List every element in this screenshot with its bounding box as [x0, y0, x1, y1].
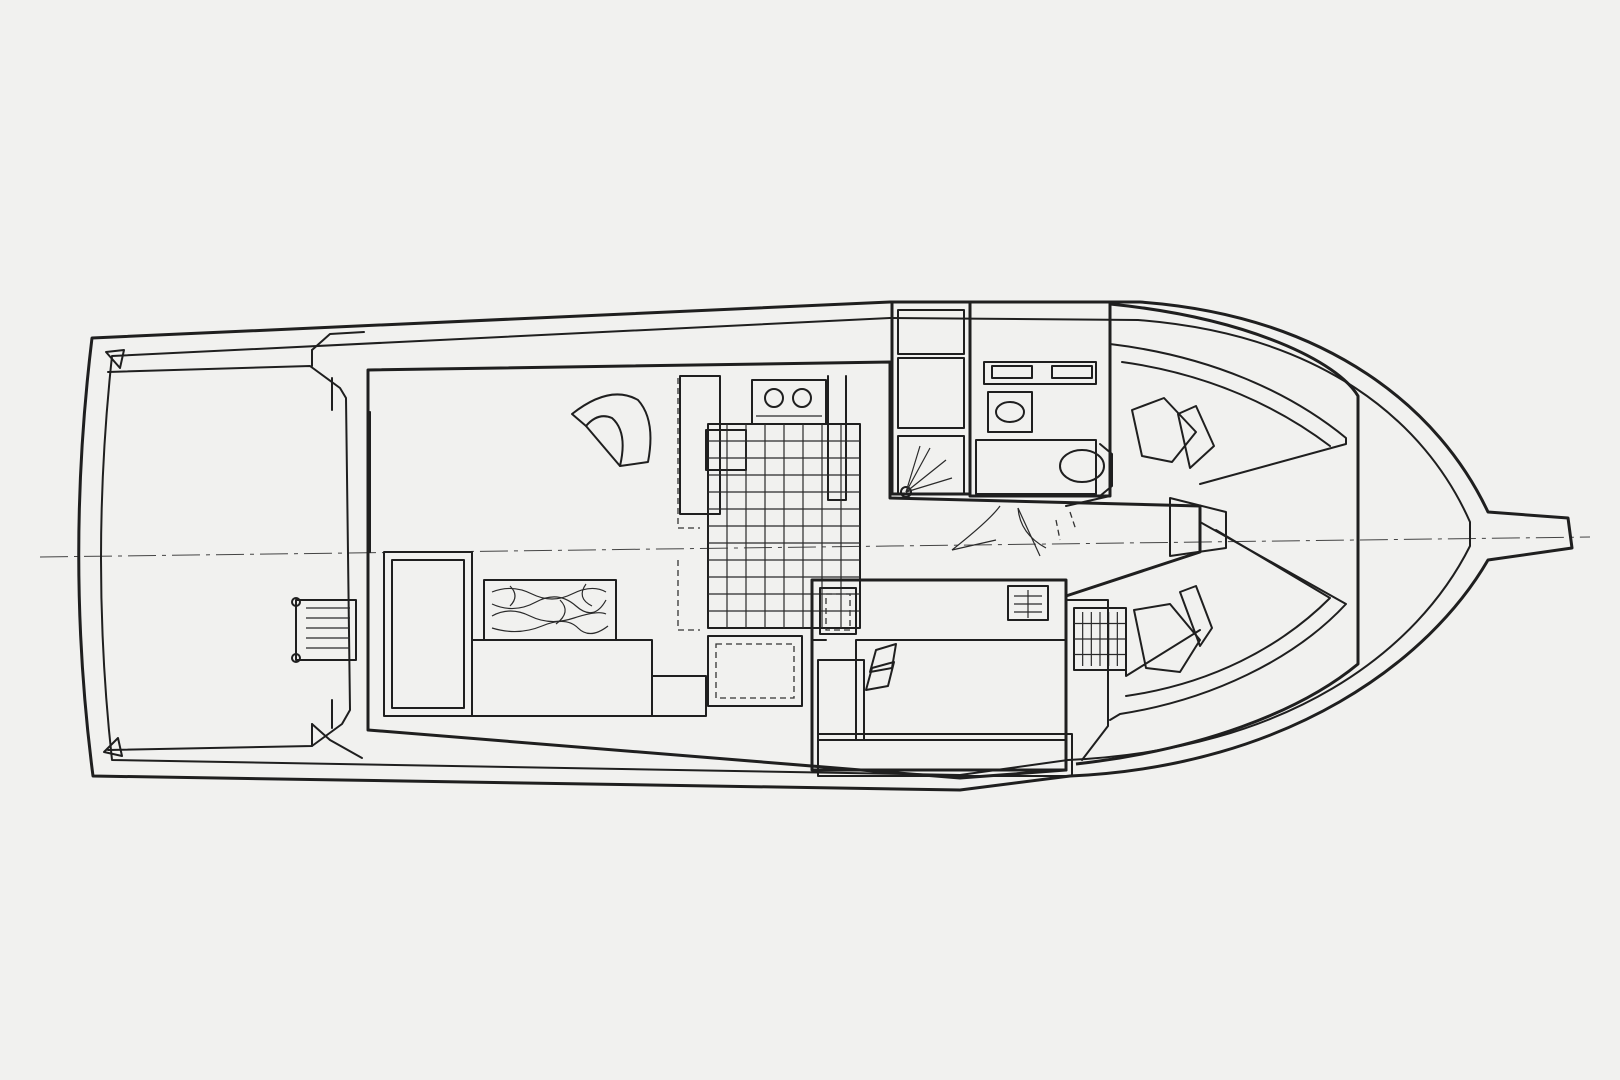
door-swing: [951, 539, 997, 551]
cockpit-corner: [311, 331, 365, 351]
v-berth-lower-inner: [1125, 529, 1331, 697]
cockpit-coaming: [107, 365, 351, 751]
v-berth-upper-inner: [1121, 361, 1331, 447]
v-berth-filler: [1169, 497, 1227, 557]
head-counter: [975, 439, 1097, 495]
lower-cabinet: [707, 635, 803, 707]
stove-icon: [751, 379, 827, 425]
door-swing: [1017, 507, 1041, 557]
door-swing: [1017, 507, 1047, 549]
head-room: [968, 300, 1112, 498]
mid-berth: [855, 639, 1067, 741]
forward-cabin-wall: [1065, 599, 1109, 761]
pillow-icon: [1177, 405, 1215, 469]
head-bulkhead: [1065, 329, 1111, 507]
hanging-locker: [1073, 607, 1127, 671]
v-berth-upper: [1109, 343, 1347, 485]
mid-berth-step: [817, 659, 865, 741]
shower-drain-icon: [897, 435, 965, 498]
forward-cabin-seat: [1125, 609, 1201, 677]
helm-chair: [571, 393, 652, 467]
cabinet-door: [715, 643, 795, 699]
cleat-icon: [105, 349, 125, 369]
cleat-icon: [103, 737, 123, 757]
door-swing: [1055, 511, 1077, 541]
galley-floor-tiles: [707, 423, 861, 629]
forward-bulkhead: [1075, 302, 1360, 766]
galley-counter-right: [827, 375, 847, 501]
mid-stateroom-locker: [819, 587, 857, 635]
dinette-seat: [383, 551, 473, 717]
pillow-icon: [1133, 603, 1201, 673]
pillow-icon: [1131, 397, 1197, 463]
galley-counter-left: [679, 375, 721, 515]
head-locker: [897, 309, 965, 355]
head-compartment: [890, 300, 972, 496]
mid-berth-base: [817, 733, 1073, 777]
cockpit-corner: [311, 723, 363, 759]
salon-bulkhead: [366, 360, 1202, 780]
galley-counter-edge: [677, 378, 700, 529]
galley-counter-edge: [677, 560, 700, 631]
mid-stateroom: [810, 578, 1068, 772]
pillow-icon: [865, 661, 895, 691]
settee: [471, 639, 653, 717]
hull-outline: [77, 300, 1574, 792]
mid-stateroom-wall: [811, 579, 827, 641]
sink-icon: [987, 391, 1033, 433]
vanity-icon: [983, 361, 1097, 385]
settee-end: [651, 675, 707, 717]
v-berth-lower: [1109, 521, 1347, 721]
door-swing: [951, 505, 1001, 551]
dinette-table: [483, 579, 617, 641]
dinette-cushion: [391, 559, 465, 709]
locker-door: [825, 593, 851, 631]
toilet-icon: [1059, 443, 1113, 497]
pillow-icon: [1179, 585, 1213, 647]
centerline: [39, 536, 1591, 558]
sink-icon: [1007, 585, 1049, 621]
boarding-ladder: [291, 597, 357, 663]
helm-chair-seat: [585, 425, 621, 467]
galley-sink-icon: [705, 429, 747, 471]
shower-stall: [897, 357, 965, 429]
